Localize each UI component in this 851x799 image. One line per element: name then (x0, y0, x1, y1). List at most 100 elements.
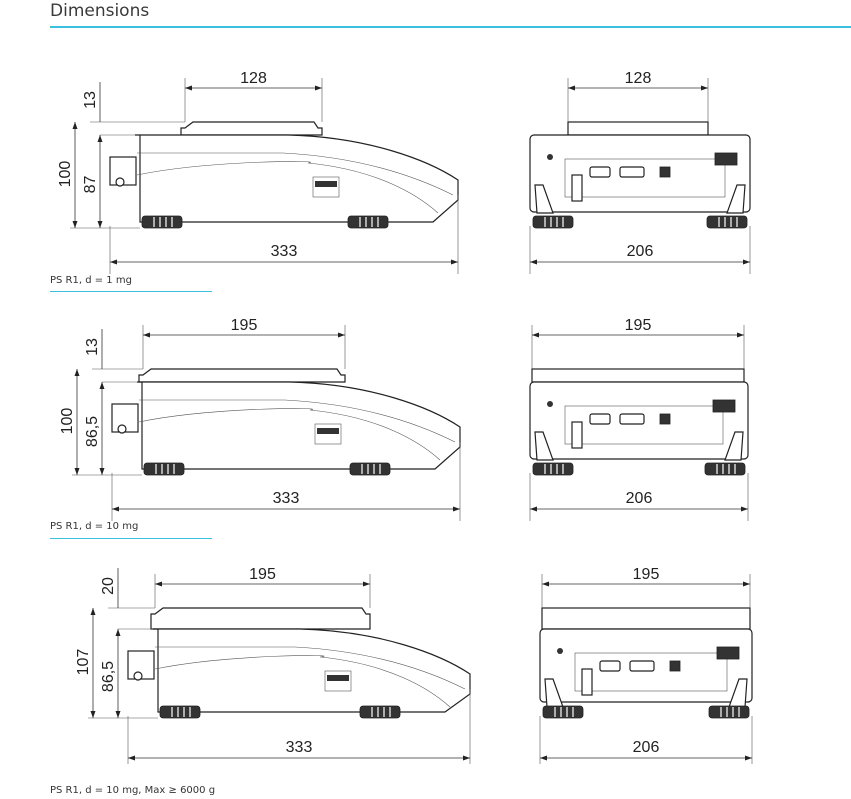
serial-port (589, 166, 611, 178)
variant-caption: PS R1, d = 10 mg, Max ≥ 6000 g (50, 785, 216, 796)
arrowhead (338, 332, 345, 338)
weighing-pan (180, 121, 323, 136)
leveling-bubble (117, 424, 127, 434)
width-label: 206 (627, 243, 654, 260)
arrowhead (741, 506, 748, 512)
front-pan-width-label: 195 (633, 566, 660, 583)
scale-foot (143, 462, 185, 476)
arrowhead (542, 581, 549, 587)
arrowhead (128, 755, 135, 761)
caption-divider (50, 291, 212, 292)
width-label: 206 (633, 739, 660, 756)
top-height-label: 13 (84, 338, 101, 356)
body-height-label: 86,5 (84, 416, 101, 447)
arrowhead (115, 629, 121, 636)
total-height-label: 107 (75, 649, 92, 676)
arrowhead (155, 581, 162, 587)
variant-caption: PS R1, d = 1 mg (50, 275, 132, 286)
arrowhead (453, 506, 460, 512)
page-title: Dimensions (50, 1, 150, 21)
arrowhead (532, 332, 539, 338)
usb-port (659, 413, 671, 425)
arrowhead (110, 259, 117, 265)
scale-foot (349, 462, 391, 476)
scale-foot (347, 215, 389, 229)
arrowhead (90, 608, 96, 615)
serial-port (629, 660, 655, 672)
total-height-label: 100 (59, 408, 76, 435)
arrowhead (115, 711, 121, 718)
weighing-pan (531, 368, 745, 383)
cable-plug (581, 668, 593, 696)
body-contour (155, 646, 466, 690)
length-label: 333 (273, 490, 300, 507)
side-view: 195 333 100 86,5 13 (59, 317, 461, 521)
serial-port (619, 166, 645, 178)
scale-body (135, 134, 459, 223)
scale-body (137, 381, 461, 470)
body-height-label: 86,5 (100, 661, 117, 692)
arrowhead (743, 581, 750, 587)
length-label: 333 (286, 739, 313, 756)
arrowhead (743, 259, 750, 265)
dimension-drawing-3: 195 333 107 86,5 20 195 206 (75, 566, 753, 764)
serial-port (589, 413, 611, 425)
arrowhead (530, 259, 537, 265)
port-icon (315, 181, 337, 187)
scale-foot (708, 705, 750, 719)
arrowhead (90, 711, 96, 718)
scale-foot (532, 462, 574, 476)
rear-panel (574, 652, 728, 692)
cable-plug (571, 421, 583, 449)
scale-foot (704, 462, 746, 476)
arrowhead (74, 369, 80, 376)
interface-panel (312, 176, 340, 198)
weighing-pan (150, 607, 371, 630)
body-contour (154, 655, 451, 708)
arrowhead (701, 85, 708, 91)
foot-bracket (534, 431, 554, 461)
arrowhead (99, 382, 105, 389)
top-height-label: 13 (82, 91, 99, 109)
arrowhead (530, 506, 537, 512)
arrowhead (745, 755, 752, 761)
arrowhead (72, 221, 78, 228)
leveling-bubble (115, 177, 125, 187)
body-height-label: 87 (82, 176, 99, 194)
front-pan-width-label: 195 (625, 317, 652, 334)
variant-caption: PS R1, d = 10 mg (50, 521, 139, 532)
length-label: 333 (271, 243, 298, 260)
arrowhead (74, 468, 80, 475)
scale-foot (159, 705, 201, 719)
arrowhead (568, 85, 575, 91)
width-label: 206 (626, 490, 653, 507)
arrowhead (99, 468, 105, 475)
arrowhead (451, 259, 458, 265)
body-contour (138, 408, 441, 461)
usb-port (669, 660, 681, 672)
scale-foot (532, 215, 574, 229)
total-height-label: 100 (57, 161, 74, 188)
scale-foot (141, 215, 183, 229)
connector-block (716, 646, 740, 660)
serial-port (599, 660, 621, 672)
scale-foot (706, 215, 748, 229)
arrowhead (72, 122, 78, 129)
top-height-label: 20 (100, 577, 117, 595)
interface-panel (314, 423, 342, 445)
arrowhead (463, 755, 470, 761)
weighing-pan (541, 607, 751, 630)
connector-block (712, 399, 736, 413)
scale-foot (542, 705, 584, 719)
interface-panel (324, 670, 352, 692)
front-view: 195 206 (539, 566, 753, 764)
dimension-drawing-2: 195 333 100 86,5 13 195 206 (59, 317, 749, 521)
pan-width-label: 195 (231, 317, 258, 334)
weighing-pan (567, 121, 709, 136)
title-divider (50, 26, 851, 28)
screw (547, 401, 553, 407)
